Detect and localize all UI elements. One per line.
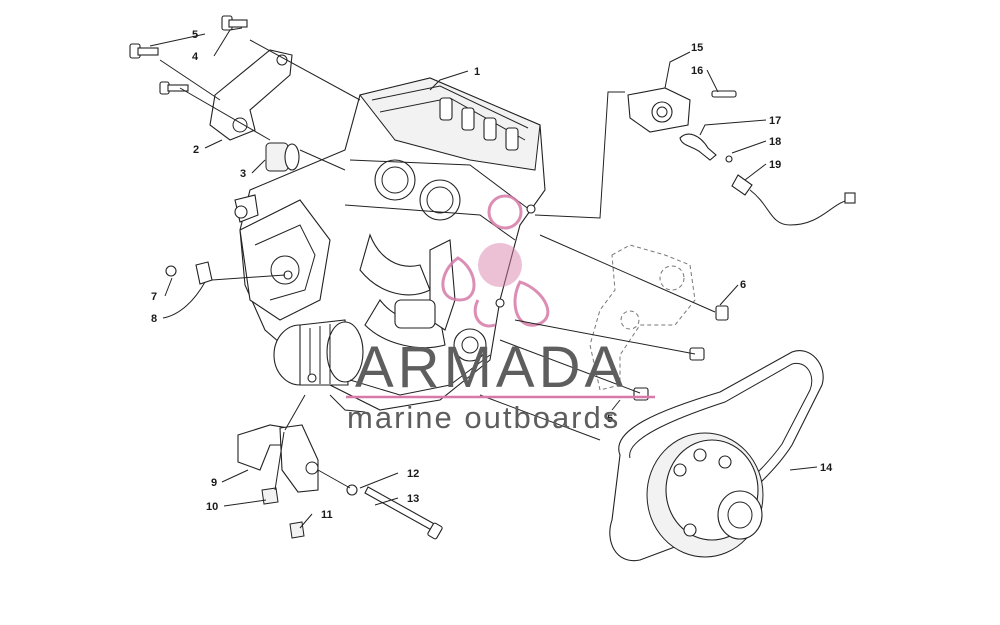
callout-8: 8 [151,313,157,325]
callout-12: 12 [407,468,419,480]
sensor-assembly [627,87,856,226]
callout-17: 17 [769,115,781,127]
mount-bushing [265,142,300,172]
callout-14: 14 [820,462,833,474]
callout-10: 10 [206,501,218,513]
callout-3: 3 [240,168,246,180]
callout-2: 2 [193,144,199,156]
watermark-tagline: marine outboards [347,400,620,435]
armada-watermark: ARMADA marine outboards [346,335,655,435]
callout-5-lower: 5 [607,413,613,425]
clamp-7-8 [165,261,213,285]
callout-11: 11 [321,509,333,521]
callout-13: 13 [407,493,419,505]
callout-19: 19 [769,159,781,171]
oil-filter [273,319,364,386]
callout-9: 9 [211,477,217,489]
bolt-loose [159,81,189,95]
bolt-5 [129,43,159,59]
front-engine-mount [237,424,443,540]
drive-clutch [646,432,764,558]
callout-16: 16 [691,65,703,77]
callout-5: 5 [192,29,198,41]
callout-7: 7 [151,291,157,303]
watermark-brand: ARMADA [355,335,627,400]
brand-logo-mark [441,194,550,328]
bolt-4 [221,15,248,31]
callout-15: 15 [691,42,703,54]
callout-18: 18 [769,136,781,148]
callout-6: 6 [740,279,746,291]
engine-mount-bracket [209,49,293,141]
clutch-bracket-phantom [589,244,729,401]
callout-labels: 1 2 3 4 5 6 7 8 9 10 11 12 13 14 15 16 1… [151,29,833,521]
callout-4: 4 [192,51,199,63]
callout-1: 1 [474,66,480,78]
leader-lines [149,27,818,529]
